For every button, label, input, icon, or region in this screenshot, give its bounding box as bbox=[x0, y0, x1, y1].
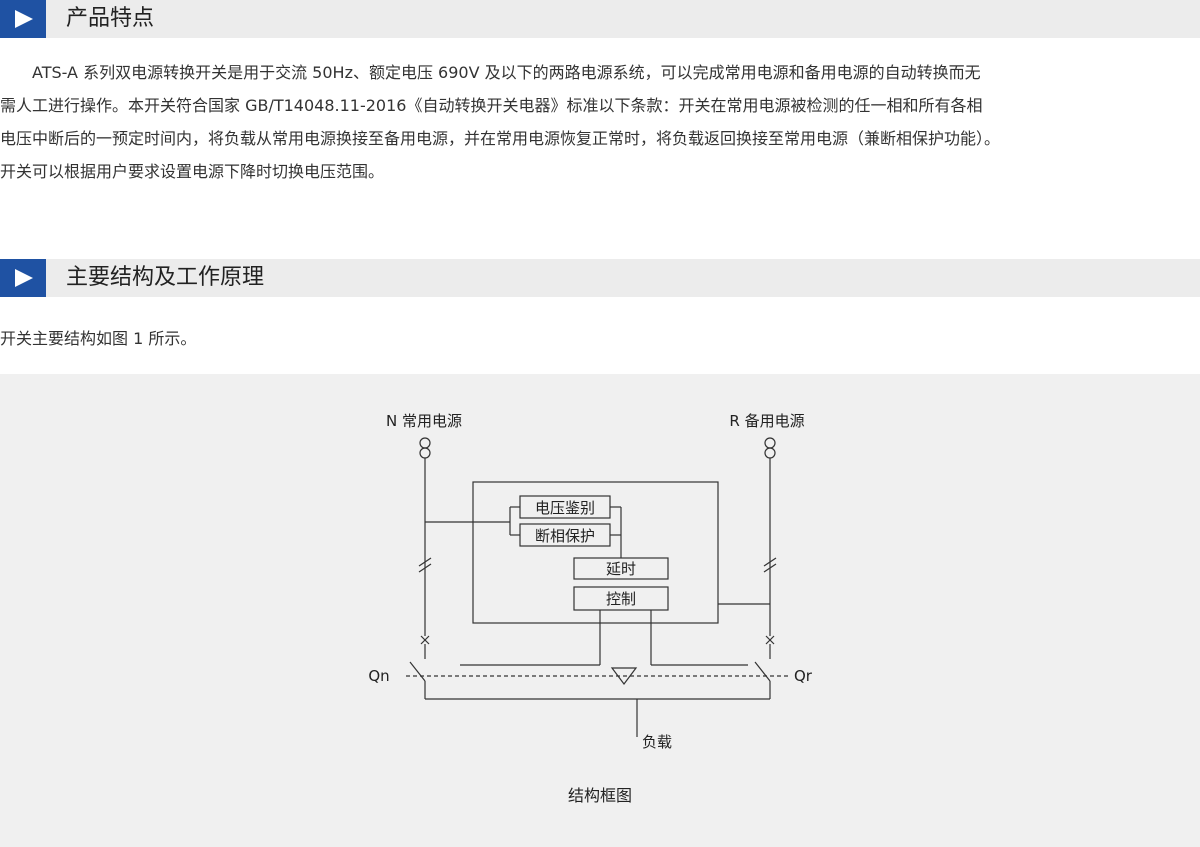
switch-qr-label: Qr bbox=[794, 667, 813, 685]
control-block bbox=[573, 586, 669, 611]
section-header-structure: 主要结构及工作原理 bbox=[0, 259, 1200, 297]
section-title-structure: 主要结构及工作原理 bbox=[66, 265, 265, 290]
diagram-caption: 结构框图 bbox=[567, 786, 632, 805]
structure-diagram-panel: N 常用电源 R 备用电源 电压鉴别 断相保护 延时 控制 Qn Qr 负载 结… bbox=[0, 374, 1200, 847]
reserve-source-terminal-icon bbox=[764, 447, 776, 459]
paragraph-line: 需人工进行操作。本开关符合国家 GB/T14048.11-2016《自动转换开关… bbox=[0, 96, 983, 115]
structure-paragraph: 开关主要结构如图 1 所示。 bbox=[0, 322, 1198, 355]
paragraph-line: 电压中断后的一预定时间内，将负载从常用电源换接至备用电源，并在常用电源恢复正常时… bbox=[0, 129, 1001, 148]
controller-box bbox=[472, 481, 719, 624]
phase-protect-label: 断相保护 bbox=[535, 527, 595, 545]
structure-block-diagram: N 常用电源 R 备用电源 电压鉴别 断相保护 延时 控制 Qn Qr 负载 bbox=[368, 412, 813, 751]
interlock-triangle-icon bbox=[610, 667, 638, 685]
section-header-features: 产品特点 bbox=[0, 0, 1200, 38]
normal-source-terminal-icon bbox=[419, 437, 431, 449]
switch-qn-blade bbox=[409, 661, 426, 682]
section-title-features: 产品特点 bbox=[66, 6, 155, 31]
paragraph-line: ATS-A 系列双电源转换开关是用于交流 50Hz、额定电压 690V 及以下的… bbox=[0, 63, 981, 82]
reserve-source-label: R 备用电源 bbox=[729, 412, 804, 430]
switch-qr-blade bbox=[754, 661, 771, 682]
load-label: 负载 bbox=[642, 733, 672, 751]
normal-source-terminal-icon bbox=[419, 447, 431, 459]
three-phase-mark-icon bbox=[418, 557, 432, 567]
features-paragraph: ATS-A 系列双电源转换开关是用于交流 50Hz、额定电压 690V 及以下的… bbox=[0, 56, 1198, 188]
three-phase-mark-icon bbox=[763, 557, 777, 567]
delay-label: 延时 bbox=[606, 560, 636, 578]
switch-qn-label: Qn bbox=[368, 667, 389, 685]
paragraph-line: 开关主要结构如图 1 所示。 bbox=[0, 329, 197, 348]
normal-source-label: N 常用电源 bbox=[386, 412, 462, 430]
control-label: 控制 bbox=[606, 590, 636, 608]
voltage-detect-label: 电压鉴别 bbox=[535, 499, 595, 517]
reserve-source-terminal-icon bbox=[764, 437, 776, 449]
paragraph-line: 开关可以根据用户要求设置电源下降时切换电压范围。 bbox=[0, 162, 385, 181]
play-arrow-icon bbox=[0, 0, 46, 38]
play-arrow-icon bbox=[0, 259, 46, 297]
